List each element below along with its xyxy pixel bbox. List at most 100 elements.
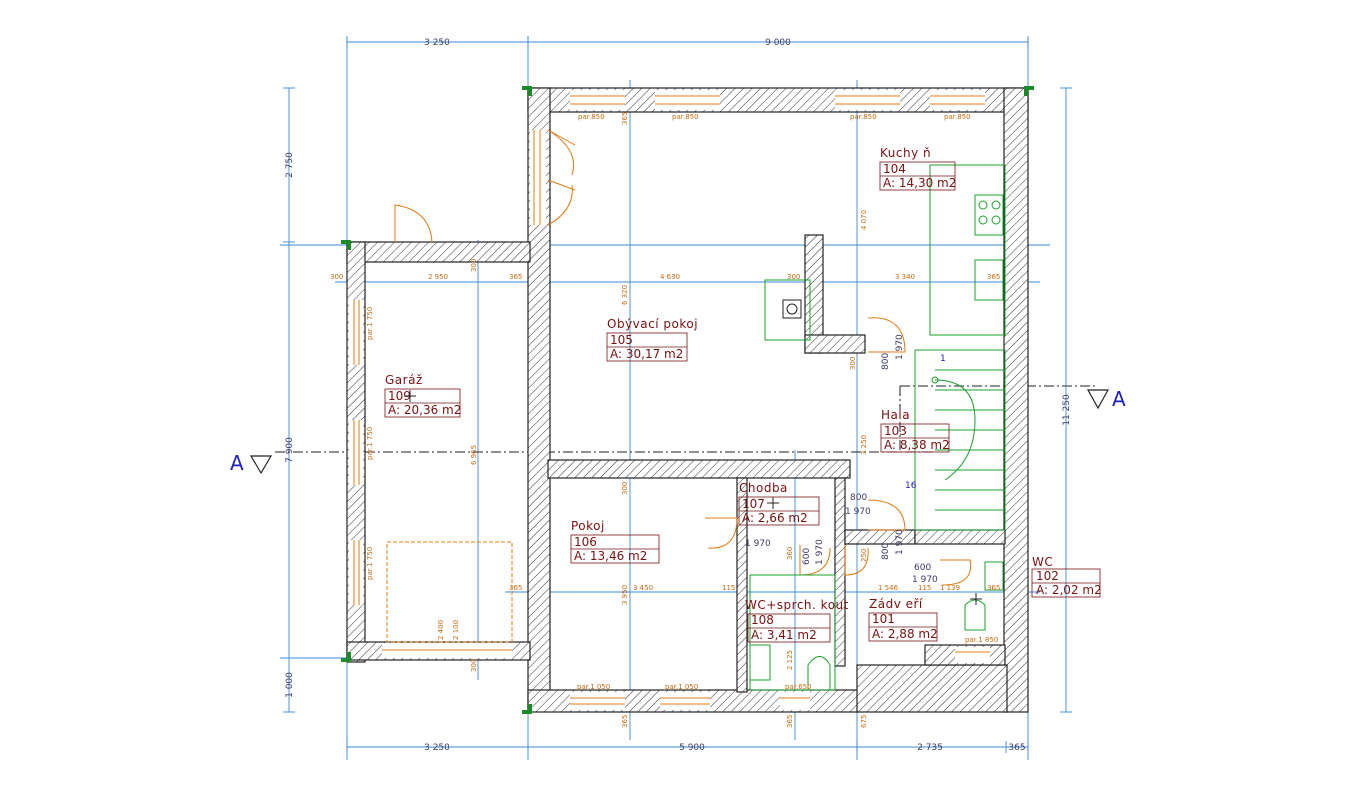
annot-par850-4: par.850 [944,113,971,121]
dim-right-1: 11 250 [1062,394,1072,426]
dim-bottom-1: 3 250 [424,743,450,753]
annot-1546: 1 546 [878,584,899,592]
dimension-chain-top: 3 250 9 000 [346,36,1029,48]
annot-4070: 4 070 [860,210,868,230]
annot-365f: 365 [786,715,794,728]
annot-365e: 365 [621,715,629,728]
annot-6965: 6 965 [470,445,478,465]
room-number: 103 [884,424,907,438]
section-marker-left: A [230,451,273,475]
annot-3340: 3 340 [895,273,915,281]
corner-markers [341,86,1034,714]
room-area: A: 8,38 m2 [884,438,950,452]
annot-4630: 4 630 [660,273,680,281]
annot-800b: 800 [850,493,867,503]
annot-par1050-1: par.1 050 [577,683,610,691]
annot-3250v: 3 250 [860,435,868,455]
room-name: Kuchy ň [880,146,931,160]
dim-left-1: 2 750 [285,152,295,178]
annot-115b: 115 [918,584,931,592]
annot-par1750-2: par.1 750 [366,427,374,460]
staircase [914,349,1006,531]
annot-1970a: 1 970 [895,334,905,360]
room-area: A: 20,36 m2 [388,403,461,417]
annot-2400: 2 400 [437,620,445,640]
room-number: 108 [751,613,774,627]
sanitary-fixtures [749,561,1004,691]
annot-par1750-1: par.1 750 [366,307,374,340]
room-name: WC [1032,555,1053,569]
annot-par850-1: par.850 [578,113,605,121]
annot-365g: 365 [987,584,1000,592]
annot-250: 250 [860,549,868,562]
annot-1970d: 1 970 [745,539,771,549]
room-area: A: 3,41 m2 [751,628,817,642]
section-label-left: A [230,451,244,475]
room-number: 102 [1036,569,1059,583]
section-triangle-left-icon [249,455,273,475]
windows [349,90,990,710]
dimension-chain-left: 2 750 7 900 1 000 [283,87,295,713]
small-annotations: par.850 par.850 par.850 par.850 par.1 75… [330,112,1000,728]
section-label-right: A [1112,387,1126,411]
room-name: WC+sprch. kout [745,598,849,612]
annot-365d: 365 [509,584,522,592]
annot-6320: 6 320 [621,285,629,305]
annot-300a: 300 [330,273,343,281]
annot-par850-3: par.850 [850,113,877,121]
annot-300c: 300 [621,482,629,495]
dim-bottom-4: 365 [1008,743,1025,753]
room-name: Pokoj [571,519,605,533]
dimension-chain-right: 11 250 [1060,87,1072,713]
room-label-kuchyn: Kuchy ň 104 A: 14,30 m2 [879,146,956,191]
annot-675: 675 [860,715,868,728]
room-label-garaz: Garáž 109 A: 20,36 m2 [384,373,461,418]
room-name: Garáž [385,373,423,387]
room-label-hala: Hala 103 A: 8,38 m2 [880,408,950,453]
room-number: 109 [388,389,411,403]
room-name: Obývací pokoj [607,317,698,331]
room-area: A: 2,66 m2 [742,511,808,525]
annot-600b: 600 [914,563,931,573]
room-label-wcsprch: WC+sprch. kout 108 A: 3,41 m2 [745,598,849,643]
room-label-wc: WC 102 A: 2,02 m2 [970,555,1102,605]
annot-360: 360 [786,547,794,560]
annot-1970b: 1 970 [845,507,871,517]
annot-800a: 800 [881,353,891,370]
dim-top-right: 9 000 [765,38,791,48]
room-area: A: 13,46 m2 [574,549,647,563]
annot-3450: 3 450 [633,584,653,592]
annot-300d: 300 [849,357,857,370]
annot-300b: 300 [470,259,478,272]
room-label-obyvaci: Obývací pokoj 105 A: 30,17 m2 [606,317,698,362]
section-marker-right: A [1086,387,1126,411]
dim-top-left: 3 250 [424,38,450,48]
room-number: 105 [610,333,633,347]
room-number: 107 [742,497,765,511]
annot-1970e: 1 970 [815,539,825,565]
room-name: Zádv eří [869,597,923,611]
room-name: Chodba [739,481,788,495]
stair-end-number: 16 [905,481,917,491]
annot-2950: 2 950 [428,273,448,281]
annot-2125: 2 125 [786,650,794,670]
annot-365a: 365 [621,112,629,125]
room-number: 104 [883,162,906,176]
room-area: A: 2,88 m2 [872,627,938,641]
room-label-pokoj: Pokoj 106 A: 13,46 m2 [570,519,660,564]
annot-1139: 1 139 [940,584,960,592]
annot-300e: 300 [470,659,478,672]
annot-2100: 2 100 [452,620,460,640]
dim-left-3: 1 000 [285,672,295,698]
dimension-chain-bottom: 3 250 5 900 2 735 365 [346,741,1029,753]
annot-800c: 800 [881,543,891,560]
room-area: A: 2,02 m2 [1036,583,1102,597]
garage-door-outline [386,541,513,643]
annot-par1850: par.1 850 [965,636,998,644]
dim-left-2: 7 900 [285,437,295,463]
room-area: A: 14,30 m2 [883,176,956,190]
annot-300f: 300 [787,273,800,281]
room-name: Hala [881,408,910,422]
dim-bottom-2: 5 900 [679,743,705,753]
